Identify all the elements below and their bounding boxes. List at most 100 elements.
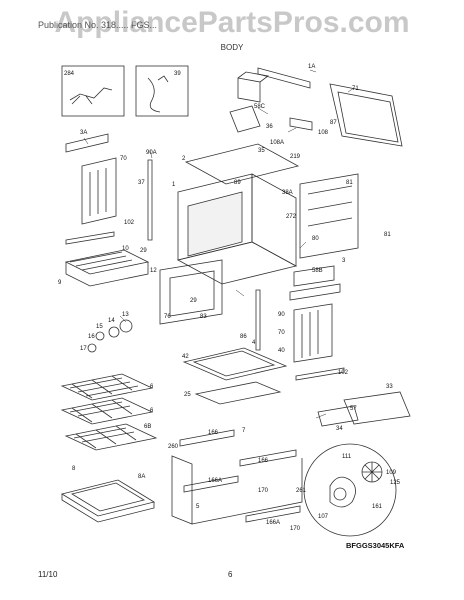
label-70b: 70 xyxy=(278,330,285,336)
label-12: 12 xyxy=(150,268,157,274)
label-6a: 6 xyxy=(150,384,154,390)
label-102b: 102 xyxy=(338,370,349,376)
part-166-rail xyxy=(179,429,235,447)
label-107: 107 xyxy=(318,514,329,520)
label-39: 39 xyxy=(174,71,181,77)
label-36: 36 xyxy=(266,124,273,130)
label-219: 219 xyxy=(290,154,301,160)
page-number: 6 xyxy=(228,570,233,579)
label-29b: 29 xyxy=(190,298,197,304)
footer-date: 11/10 xyxy=(38,570,58,579)
part-14-bezel xyxy=(108,326,120,338)
part-109-blower xyxy=(329,476,356,508)
part-3A-panel xyxy=(65,133,109,153)
part-90A-strip xyxy=(147,159,153,241)
label-1A: 1A xyxy=(308,64,315,70)
part-2-top-panel xyxy=(184,143,300,185)
label-261: 261 xyxy=(296,488,307,494)
label-166b: 166 xyxy=(258,458,269,464)
part-39-cord xyxy=(147,75,169,113)
part-58B-panel xyxy=(293,265,335,287)
part-34-bracket xyxy=(317,405,359,427)
label-87: 87 xyxy=(330,120,337,126)
label-42: 42 xyxy=(182,354,189,360)
label-58C: 58C xyxy=(254,104,266,110)
watermark-text: AppliancePartsPros.com xyxy=(54,6,410,39)
label-71: 71 xyxy=(352,86,359,92)
part-10-broiler-pan xyxy=(64,249,150,275)
part-6B-rack xyxy=(64,423,158,451)
label-161: 161 xyxy=(372,504,383,510)
label-13: 13 xyxy=(122,312,129,318)
label-166A: 166A xyxy=(208,478,222,484)
label-29a: 29 xyxy=(140,248,147,254)
label-76: 76 xyxy=(164,314,171,320)
part-83-front-frame xyxy=(159,259,223,325)
label-86: 86 xyxy=(240,334,247,340)
label-170b: 170 xyxy=(290,526,301,532)
label-6B: 6B xyxy=(144,424,151,430)
label-8A: 8A xyxy=(138,474,145,480)
part-284-harness xyxy=(69,87,113,105)
part-13-knob xyxy=(119,319,133,333)
label-33: 33 xyxy=(386,384,393,390)
label-166Ab: 166A xyxy=(266,520,280,526)
label-58B: 58B xyxy=(312,268,323,274)
label-37: 37 xyxy=(138,180,145,186)
part-102b-strip xyxy=(295,367,345,381)
label-90: 90 xyxy=(278,312,285,318)
label-170a: 170 xyxy=(258,488,269,494)
part-1A-rail xyxy=(257,67,311,89)
label-10: 10 xyxy=(122,246,129,252)
label-5: 5 xyxy=(196,504,200,510)
label-90A: 90A xyxy=(146,150,157,156)
label-109: 109 xyxy=(386,470,397,476)
part-25-plate xyxy=(194,381,282,405)
part-16-ring xyxy=(95,331,105,341)
label-83: 83 xyxy=(200,314,207,320)
label-125: 125 xyxy=(390,480,401,486)
label-81a: 81 xyxy=(346,180,353,186)
label-3: 3 xyxy=(342,258,346,264)
label-108A: 108A xyxy=(270,140,284,146)
label-102a: 102 xyxy=(124,220,135,226)
part-6-rack xyxy=(60,373,154,401)
label-25: 25 xyxy=(184,392,191,398)
part-166b-rail xyxy=(239,449,297,467)
part-42-bottom-tray xyxy=(182,347,288,381)
part-70-side-liner xyxy=(81,157,117,225)
label-111: 111 xyxy=(342,454,352,460)
part-3-side-panel xyxy=(289,283,341,301)
inset-box-39 xyxy=(135,65,189,117)
label-34: 34 xyxy=(336,426,343,432)
label-166a: 166 xyxy=(208,430,219,436)
inset-box-284 xyxy=(61,65,125,117)
label-8: 8 xyxy=(72,466,76,472)
label-40: 40 xyxy=(278,348,285,354)
label-3A: 3A xyxy=(80,130,87,136)
label-7: 7 xyxy=(242,428,246,434)
part-36-bracket xyxy=(229,105,261,133)
part-70b-side-liner xyxy=(293,303,333,363)
section-title: BODY xyxy=(220,43,244,52)
label-89: 89 xyxy=(234,180,241,186)
part-260-drawer-frame xyxy=(171,455,193,525)
label-80: 80 xyxy=(312,236,319,242)
label-1: 1 xyxy=(172,182,176,188)
part-90-strip xyxy=(255,289,261,351)
label-35: 35 xyxy=(258,148,265,154)
label-4: 4 xyxy=(252,340,256,346)
publication-header: Publication No. 318..... FGS... xyxy=(38,20,158,30)
label-9: 9 xyxy=(58,280,62,286)
label-17: 17 xyxy=(80,346,87,352)
part-58C-duct xyxy=(237,71,269,103)
label-108: 108 xyxy=(318,130,329,136)
label-260: 260 xyxy=(168,444,179,450)
fan-assembly-inset xyxy=(303,443,397,537)
part-17-cap xyxy=(87,343,97,353)
label-81b: 81 xyxy=(384,232,391,238)
diagram-code: BFGGS3045KFA xyxy=(346,541,405,550)
label-15: 15 xyxy=(96,324,103,330)
label-57: 57 xyxy=(350,406,357,412)
